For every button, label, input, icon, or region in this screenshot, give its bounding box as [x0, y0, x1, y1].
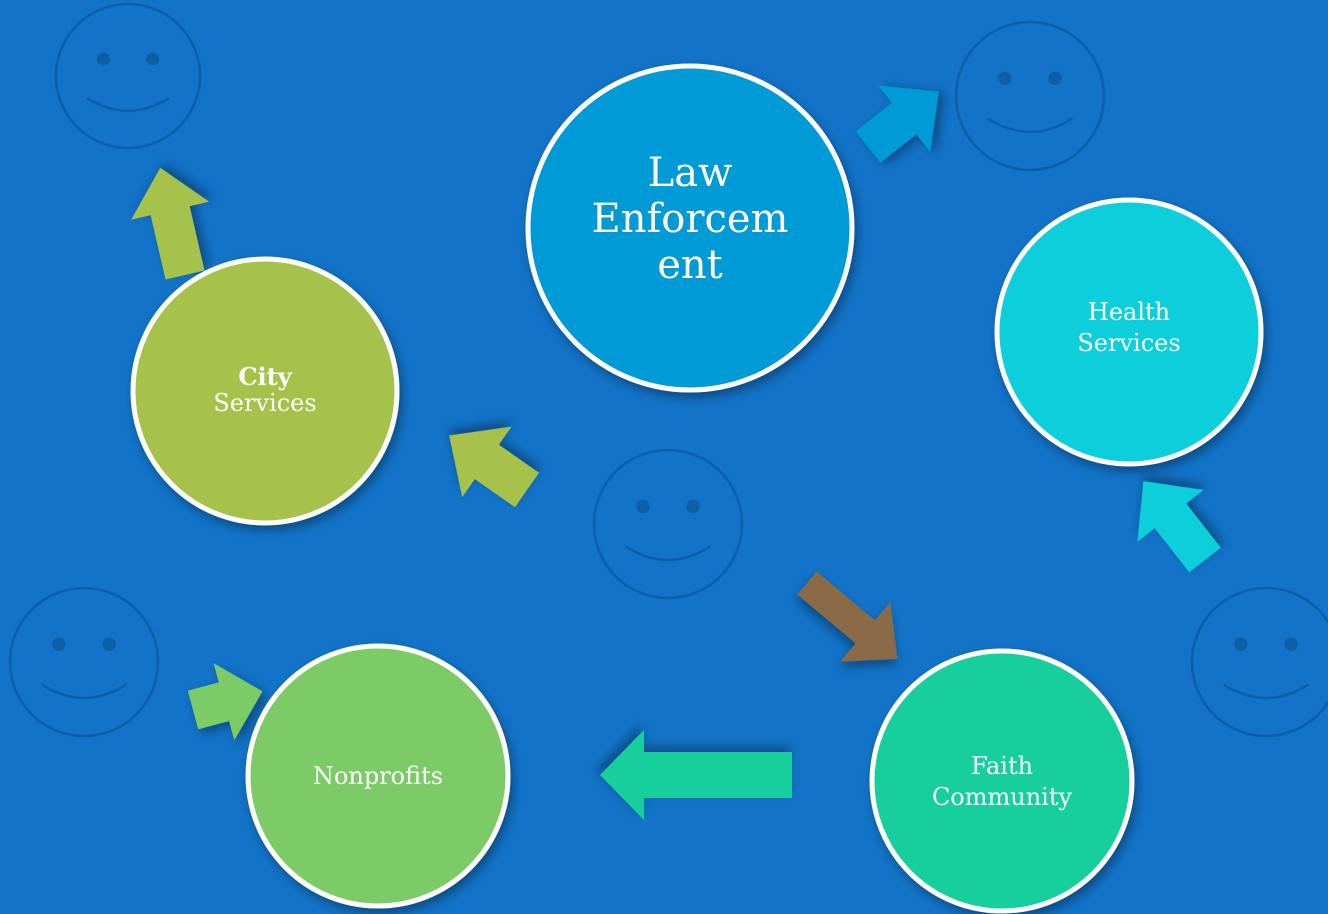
smiley-face-icon: [8, 586, 160, 738]
arrow-faith-to-nonprofits: [600, 730, 792, 820]
nonprofits-node: Nonprofits: [245, 643, 511, 909]
smiley-face-icon: [54, 2, 202, 150]
arrow-law-to-smiley: [855, 85, 939, 163]
arrow-smiley-to-nonprofits: [187, 663, 263, 741]
arrow-center-to-faith: [797, 571, 898, 662]
smiley-face-icon: [954, 20, 1106, 172]
smiley-face-icon: [592, 448, 744, 600]
arrow-city-to-smiley: [131, 167, 210, 280]
nonprofits-label: Nonprofits: [313, 762, 443, 790]
smiley-face-icon: [1190, 586, 1328, 738]
arrow-center-to-city: [449, 426, 540, 508]
arrow-smiley-to-health: [1137, 481, 1221, 573]
